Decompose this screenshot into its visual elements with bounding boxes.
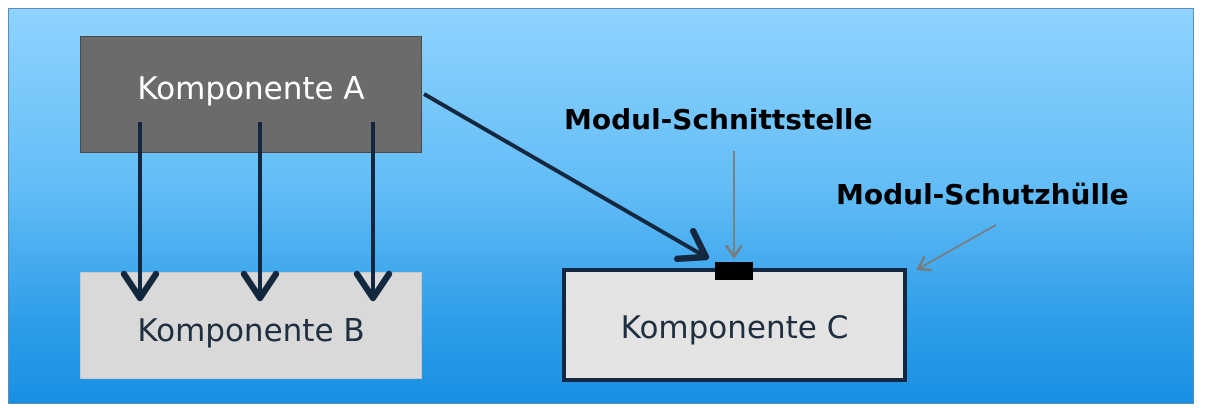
component-c-box: Komponente C [562,268,907,382]
module-interface-port [715,262,753,280]
component-b-box: Komponente B [80,272,422,379]
component-b-label: Komponente B [137,312,365,349]
module-interface-label: Modul-Schnittstelle [564,103,873,136]
component-c-label: Komponente C [620,310,849,346]
component-a-box: Komponente A [80,36,422,153]
component-a-label: Komponente A [137,70,365,107]
module-shell-label: Modul-Schutzhülle [836,178,1129,211]
